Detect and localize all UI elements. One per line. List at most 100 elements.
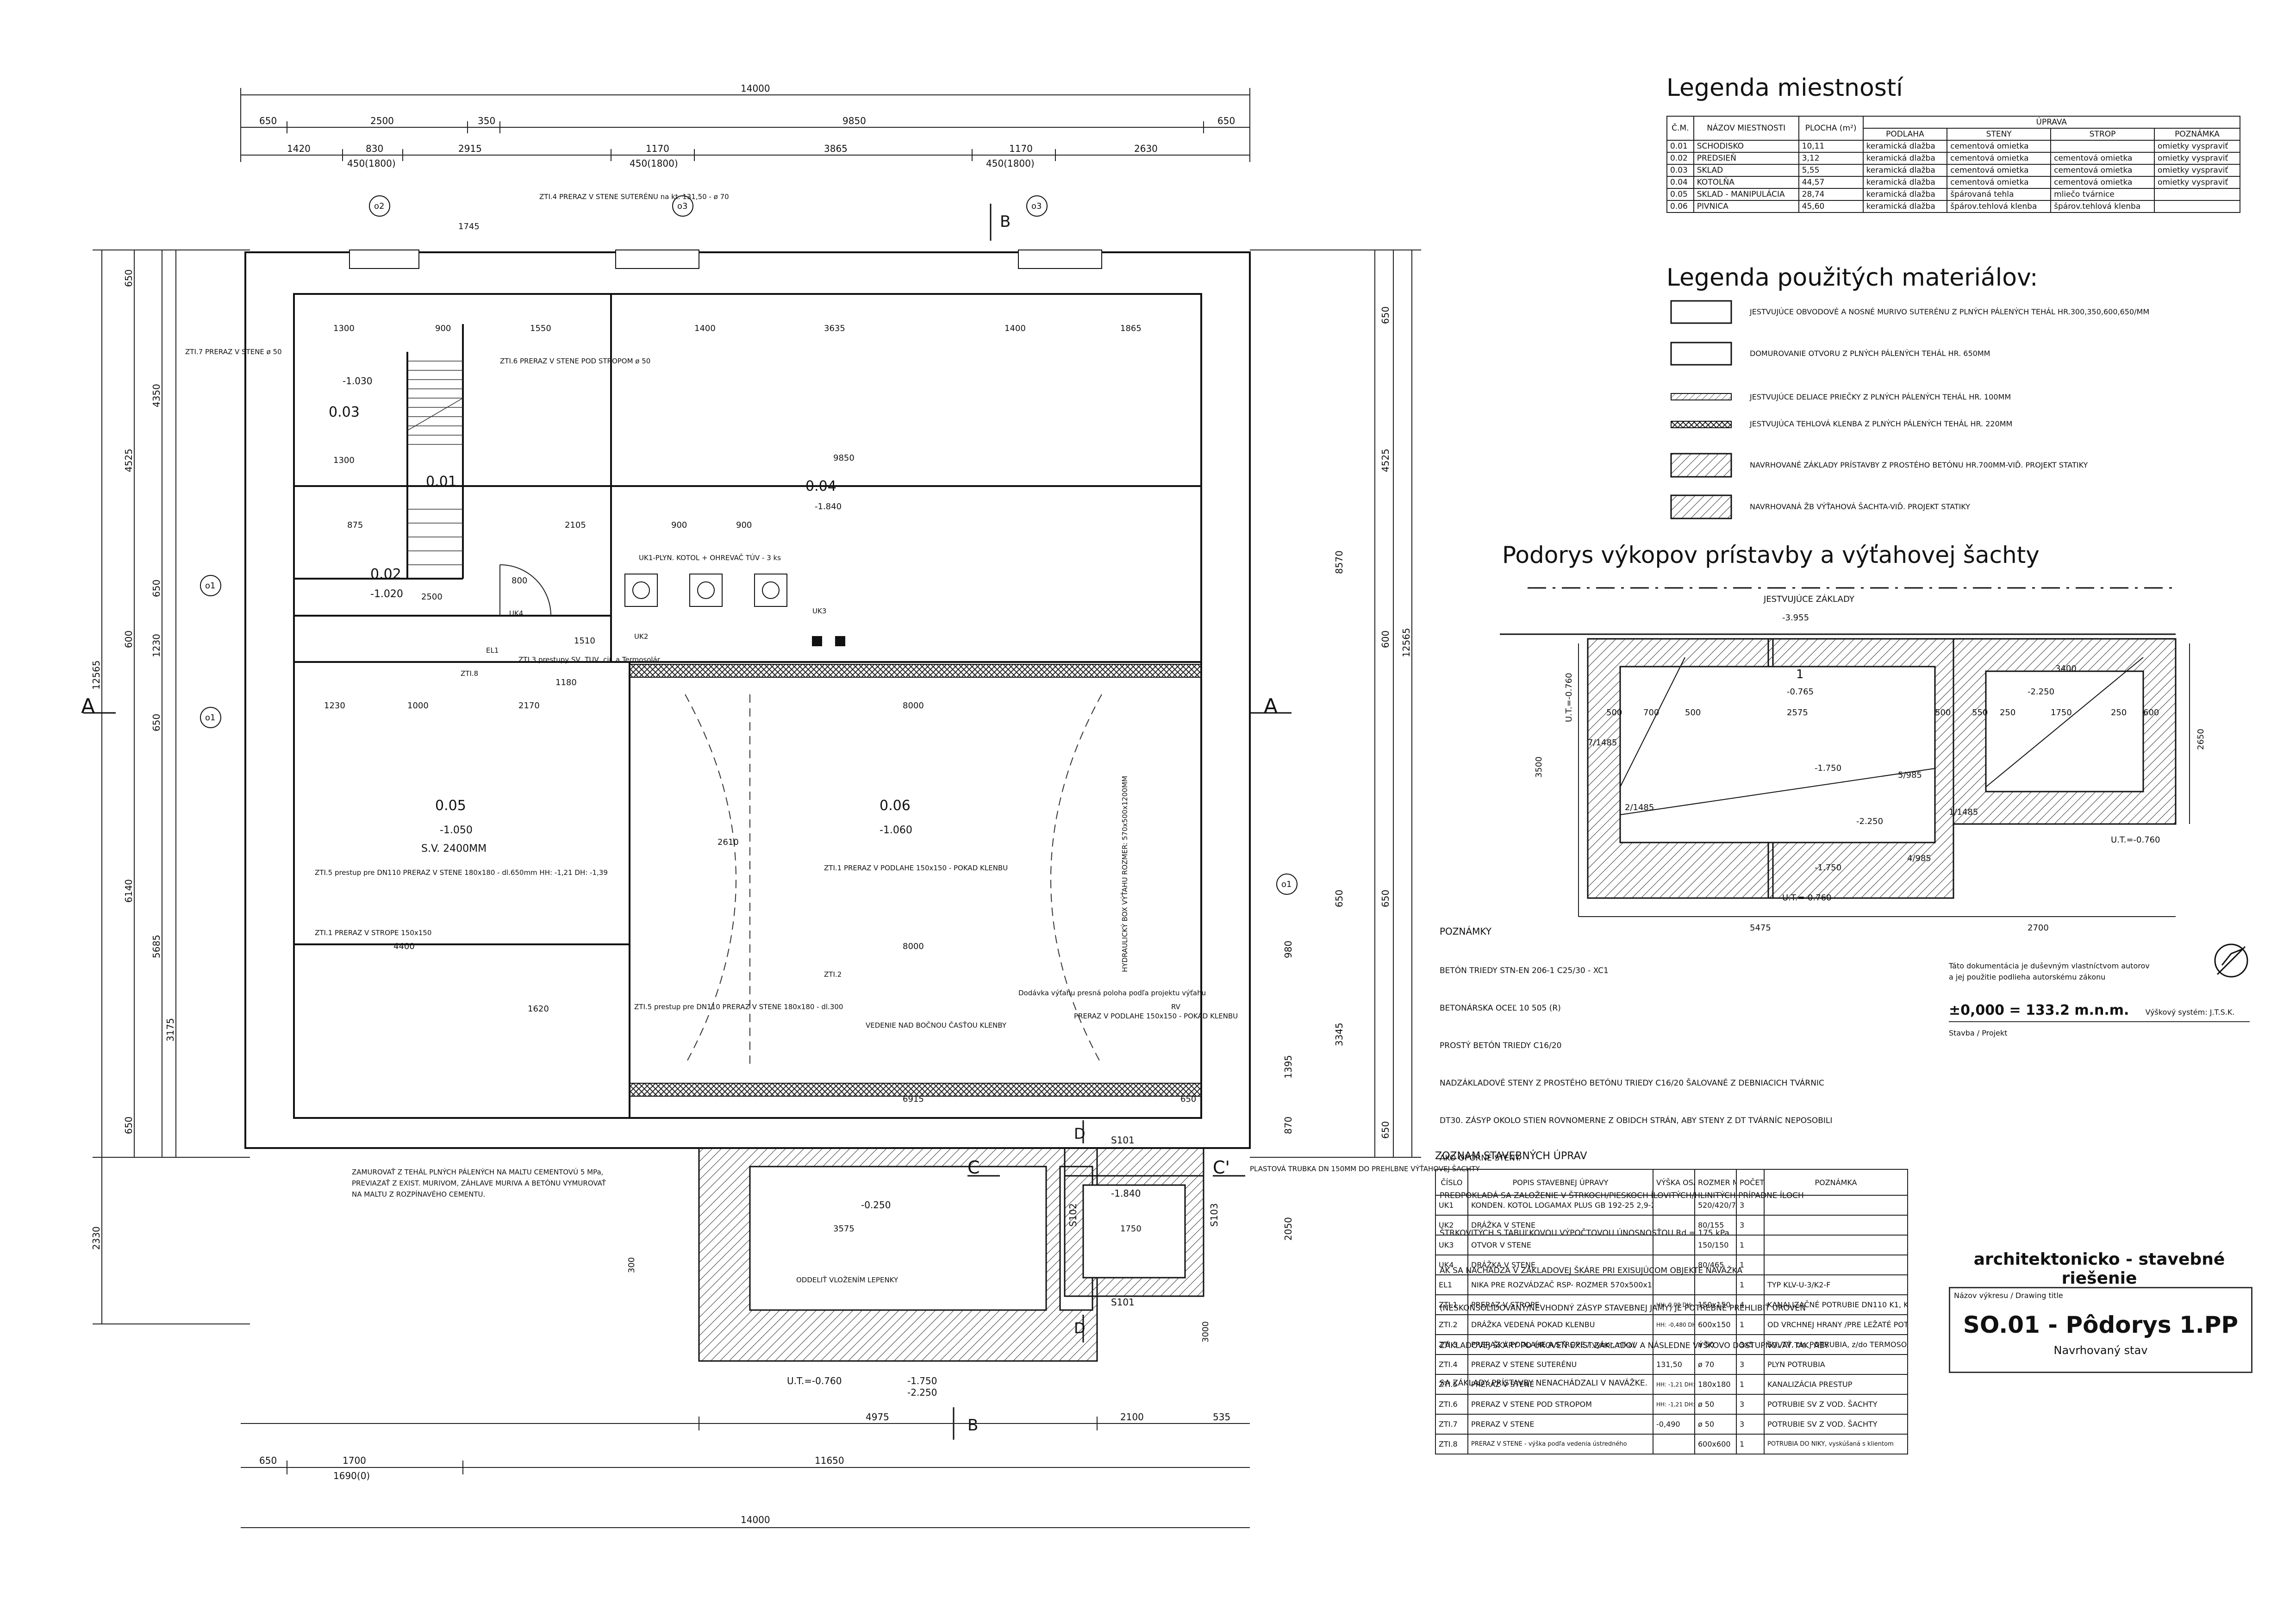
- dim: 1180: [555, 678, 577, 687]
- dim: 980: [1283, 941, 1294, 958]
- cell: ZTI.4: [1435, 1354, 1468, 1375]
- elevation-system: Výškový systém: J.T.S.K.: [2145, 1008, 2235, 1017]
- cell: SCHODISKO: [1693, 140, 1799, 153]
- cell: 1: [1736, 1255, 1765, 1275]
- dim: 4525: [123, 449, 134, 472]
- section-mark-a-left: A: [81, 694, 95, 718]
- cell: [1694, 1274, 1737, 1295]
- room-number: 0.02: [370, 566, 401, 582]
- excavation-title: Podorys výkopov prístavby a výťahovej ša…: [1502, 542, 2040, 568]
- cell: PRERAZ V STENE - výška podľa vedenia úst…: [1467, 1434, 1653, 1454]
- section-mark-b-bottom: B: [967, 1416, 978, 1435]
- dim: 1300: [333, 324, 355, 333]
- col-header: POČET: [1736, 1169, 1765, 1196]
- grid-marks: [200, 195, 1298, 895]
- dim: 9850: [842, 115, 866, 126]
- cell: 520/420/735: [1694, 1195, 1737, 1216]
- dim: 1400: [694, 324, 716, 333]
- cell: cementová omietka: [1947, 152, 2052, 165]
- cell: ø 50: [1694, 1414, 1737, 1435]
- dim: 11650: [815, 1455, 844, 1466]
- ex-dim: 2700: [2028, 923, 2049, 933]
- cell: 1: [1736, 1314, 1765, 1335]
- cell: PRERAZ V STENE SUTERÉNU: [1467, 1354, 1653, 1375]
- ex-level: U.T.=-0.760: [1564, 673, 1574, 722]
- ex-dim: 4/985: [1907, 854, 1931, 863]
- note-separate: ODDELIŤ VLOŽENÍM LEPENKY: [796, 1275, 898, 1284]
- dim: 2500: [421, 592, 443, 602]
- note-zti5-b: ZTI.5 prestup pre DN110 PRERAZ V STENE 1…: [634, 1003, 843, 1011]
- cell: KOTOLŇA: [1693, 176, 1799, 189]
- copyright-line: a jej použitie podlieha autorskému zákon…: [1949, 973, 2106, 981]
- dim: 1230: [324, 701, 345, 711]
- ex-level: -2.250: [2028, 687, 2054, 697]
- cell: 45,60: [1798, 200, 1864, 213]
- tag-zti2: ZTI.2: [824, 970, 842, 979]
- dim: 1620: [528, 1004, 549, 1014]
- ex-dim: 7/1485: [1588, 738, 1617, 748]
- grid-mark: o3: [677, 201, 687, 211]
- notes-title: POZNÁMKY: [1440, 926, 1492, 937]
- dim: 870: [1283, 1117, 1294, 1134]
- ex-dim: 2575: [1787, 708, 1808, 718]
- dim: 300: [627, 1257, 636, 1273]
- room-level: -1.050: [440, 824, 473, 836]
- cell: keramická dlažba: [1862, 188, 1948, 201]
- room-number: 0.03: [329, 404, 360, 420]
- grid-mark: o1: [205, 713, 215, 723]
- cell: PIVNICA: [1693, 200, 1799, 213]
- ex-dim: 500: [1935, 708, 1951, 718]
- cell: [1653, 1334, 1695, 1355]
- room-number: 0.04: [805, 478, 836, 494]
- cell: cementová omietka: [2050, 152, 2155, 165]
- cell: omietky vyspraviť: [2154, 140, 2240, 153]
- cell: 3: [1736, 1215, 1765, 1236]
- dim: 4525: [1380, 449, 1391, 472]
- dim: 2050: [1283, 1217, 1294, 1241]
- room-level: -1.060: [880, 824, 912, 836]
- ref: S101: [1111, 1297, 1135, 1308]
- dim: 1700: [343, 1455, 366, 1466]
- dim: 600: [1380, 630, 1391, 648]
- cell: 0.06: [1666, 200, 1694, 213]
- cell: [1653, 1255, 1695, 1275]
- note-wallup: ZAMUROVAŤ Z TEHÁL PLNÝCH PÁLENÝCH NA MAL…: [352, 1168, 606, 1199]
- room-level: -1.840: [815, 502, 842, 512]
- dim: 900: [671, 520, 687, 530]
- dim: 900: [736, 520, 752, 530]
- copyright-line: Táto dokumentácia je duševným vlastníctv…: [1949, 961, 2150, 970]
- dim: 6140: [123, 879, 134, 903]
- cell: keramická dlažba: [1862, 140, 1948, 153]
- dim: 3345: [1334, 1023, 1345, 1046]
- dim: 2105: [565, 520, 586, 530]
- dim: 3175: [165, 1018, 176, 1042]
- material-item: NAVRHOVANÁ ŽB VÝŤAHOVÁ ŠACHTA-VIĎ. PROJE…: [1750, 502, 1970, 511]
- grid-mark: o1: [1281, 880, 1292, 889]
- material-item: JESTVUJÚCA TEHLOVÁ KLENBA Z PLNÝCH PÁLEN…: [1750, 419, 2013, 428]
- tag-rv: RV: [1171, 1003, 1181, 1011]
- cell: cementová omietka: [2050, 176, 2155, 189]
- ex-level: -0.765: [1787, 687, 1814, 697]
- ex-level: -1.750: [1815, 863, 1841, 873]
- cell: TYP KLV-U-3/K2-F: [1764, 1274, 1908, 1295]
- cell: ZTI.7: [1435, 1414, 1468, 1435]
- drawing-label: Názov výkresu / Drawing title: [1954, 1291, 2063, 1300]
- cell: cementová omietka: [2050, 164, 2155, 177]
- dim: 6915: [903, 1094, 924, 1104]
- left-dimensions: [93, 250, 250, 1324]
- dim: 650: [1334, 890, 1345, 907]
- dim: 1420: [287, 143, 311, 154]
- cell: 3: [1736, 1414, 1765, 1435]
- cell: ø 50: [1694, 1394, 1737, 1415]
- dim: 2330: [91, 1226, 102, 1250]
- room-number: 0.01: [426, 474, 457, 490]
- cell: UK2: [1435, 1215, 1468, 1236]
- cell: [1764, 1195, 1908, 1216]
- dim: 450(1800): [630, 158, 678, 169]
